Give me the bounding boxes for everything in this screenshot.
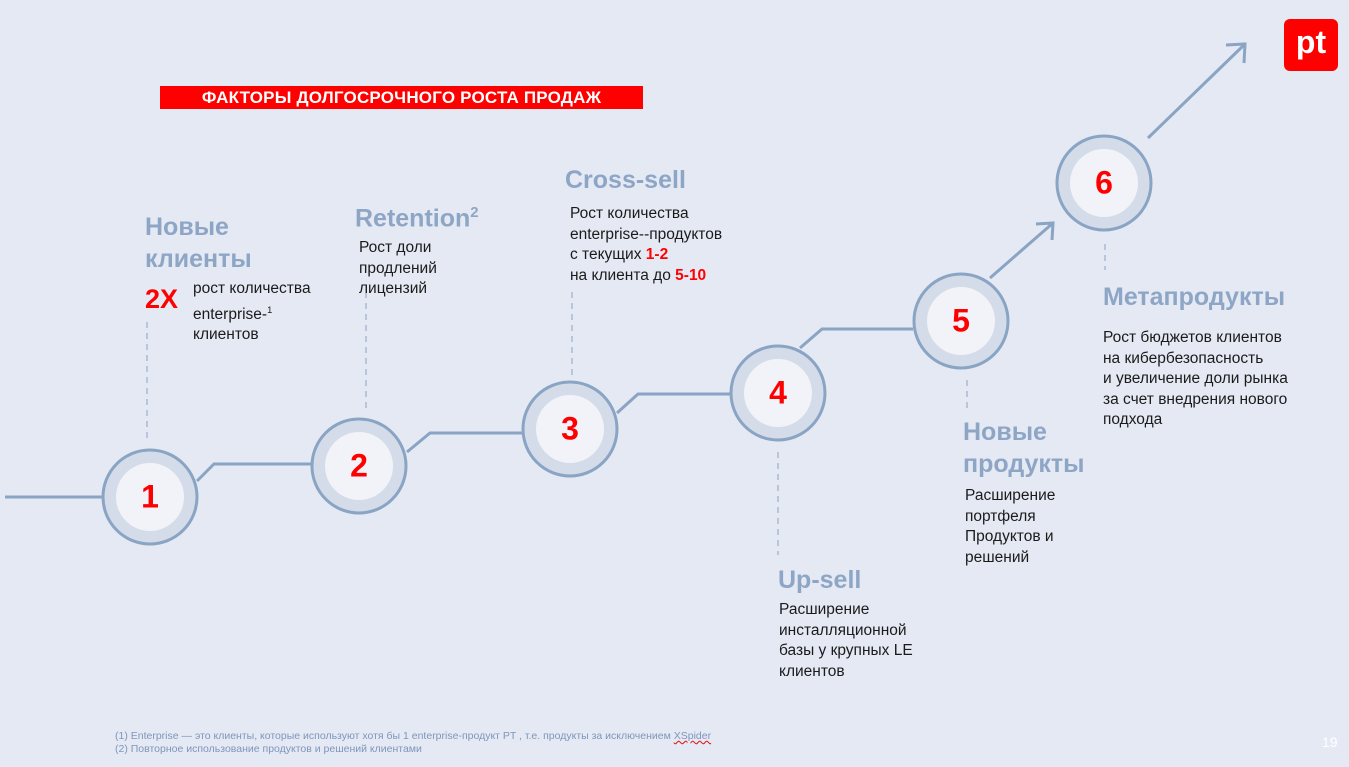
step-circle-1: [101, 448, 199, 546]
slide-title: ФАКТОРЫ ДОЛГОСРОЧНОГО РОСТА ПРОДАЖ: [160, 86, 643, 109]
step-1-highlight: 2X: [145, 284, 179, 314]
page-number: 19: [1322, 734, 1338, 750]
step-circle-5: [912, 272, 1010, 370]
arrow-segment: [989, 221, 1055, 280]
step-number-2: 2: [350, 447, 368, 484]
pt-logo: pt: [1284, 19, 1338, 71]
step-circle-2: [310, 417, 408, 515]
step-number-6: 6: [1095, 164, 1113, 201]
step-number-1: 1: [141, 478, 159, 515]
step-3-heading: Cross-sell: [565, 166, 686, 194]
step-4-heading: Up-sell: [778, 566, 862, 594]
step-3-text: Рост количества enterprise--продуктов с …: [570, 205, 723, 284]
step-number-4: 4: [769, 374, 787, 411]
step-number-3: 3: [561, 410, 579, 447]
path-segment: [195, 462, 311, 483]
step-5-heading: Новые продукты: [963, 418, 1085, 478]
step-6-heading: Метапродукты: [1103, 283, 1286, 311]
step-1-text: рост количества enterprise-1 клиентов: [193, 280, 311, 344]
path-segment: [799, 327, 913, 350]
step-number-5: 5: [952, 302, 970, 339]
step-circle-3: [521, 380, 619, 478]
path-segment: [615, 392, 730, 415]
path-segment: [406, 431, 522, 454]
step-2-heading: Retention2: [355, 204, 479, 233]
step-circle-6: [1055, 134, 1153, 232]
footnotes: (1) Enterprise — это клиенты, которые ис…: [115, 730, 711, 756]
arrow-segment: [1146, 42, 1247, 140]
footnote-2: (2) Повторное использование продуктов и …: [115, 743, 422, 755]
step-circle-4: [729, 344, 827, 442]
footnote-1: (1) Enterprise — это клиенты, которые ис…: [115, 730, 712, 742]
step-1-heading: Новые клиенты: [145, 213, 252, 273]
